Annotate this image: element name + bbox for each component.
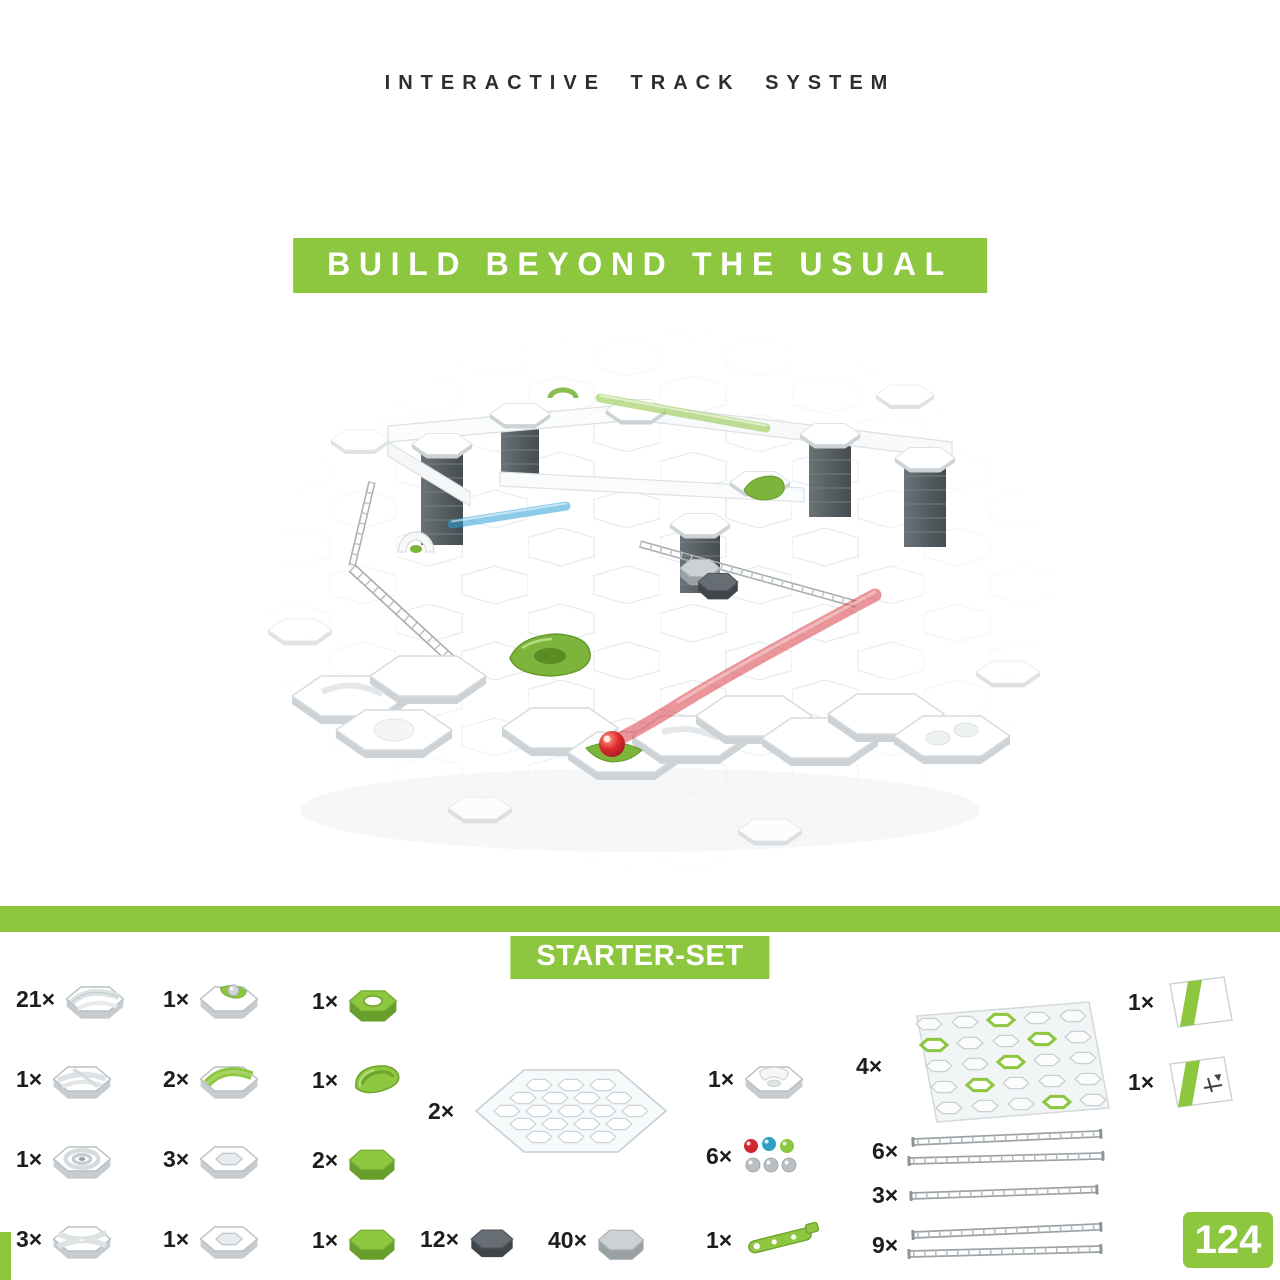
part-green-insert: 1× — [312, 1058, 407, 1102]
part-gray-hex-stones: 40× — [548, 1218, 648, 1262]
ladder-rails — [348, 481, 858, 664]
blue-rail — [447, 501, 571, 529]
part-qty: 12× — [420, 1225, 460, 1252]
part-curve-tile: 21× — [16, 975, 128, 1023]
part-open-hex-tile: 3× — [163, 1135, 262, 1183]
part-green-hex-ring: 1× — [312, 978, 401, 1024]
part-rails-short: 9× — [872, 1222, 1111, 1268]
rails-icon — [909, 1184, 1099, 1202]
part-qty: 1× — [708, 1065, 735, 1092]
green-curve-tile-icon — [200, 1066, 259, 1100]
part-qty: 3× — [163, 1145, 190, 1172]
part-qty: 40× — [548, 1226, 588, 1253]
vortex-tile-icon — [53, 1146, 112, 1180]
base-plate-icon — [915, 1001, 1111, 1123]
curve-tile-icon — [65, 986, 125, 1020]
hero-floor — [235, 308, 1085, 892]
ball-start-tile-icon — [200, 984, 259, 1020]
part-qty: 2× — [163, 1065, 190, 1092]
part-qty: 1× — [16, 1065, 43, 1092]
part-marble-set: 6× — [706, 1135, 803, 1177]
green-funnel — [509, 633, 591, 677]
rails-icon — [907, 1128, 1105, 1167]
part-manual-sheet: 1× — [1128, 975, 1239, 1029]
part-qty: 1× — [312, 1066, 339, 1093]
plan-sheet-icon — [1169, 1056, 1234, 1108]
part-qty: 1× — [1128, 1068, 1155, 1095]
green-hex-ring-icon — [349, 990, 398, 1023]
clear-hex-plate-icon — [475, 1069, 668, 1153]
corner-accent — [0, 1232, 11, 1280]
part-qty: 3× — [872, 1181, 899, 1208]
catcher-tile-icon — [745, 1066, 804, 1100]
rails-icon — [907, 1222, 1103, 1260]
part-qty: 21× — [16, 985, 56, 1012]
gray-hex-stone-icon — [597, 1229, 645, 1261]
marbles-icon — [744, 1137, 797, 1173]
junction-tile-icon — [53, 1066, 112, 1100]
total-pieces-badge: 124 — [1183, 1212, 1273, 1268]
open-hex-tile-icon — [200, 1146, 259, 1180]
red-track — [585, 588, 882, 763]
page-title: INTERACTIVE TRACK SYSTEM — [384, 72, 896, 94]
part-qty: 1× — [312, 987, 339, 1014]
part-qty: 3× — [16, 1225, 43, 1252]
part-qty: 6× — [706, 1142, 733, 1169]
green-hex-icon — [349, 1229, 396, 1261]
green-hex-icon — [349, 1149, 396, 1181]
part-qty: 2× — [312, 1146, 339, 1173]
tagline-banner: BUILD BEYOND THE USUAL — [293, 238, 987, 293]
part-rails-medium: 3× — [872, 1180, 1105, 1210]
part-green-hex: 2× — [312, 1138, 399, 1182]
part-vortex-tile: 1× — [16, 1135, 115, 1183]
part-plan-sheet: 1× — [1128, 1055, 1239, 1109]
green-rail — [547, 387, 771, 433]
part-qty: 1× — [706, 1226, 733, 1253]
green-curve-piece — [743, 475, 785, 501]
open-hex-tile-icon — [200, 1226, 259, 1260]
part-clear-hex-plate: 2× — [428, 1045, 681, 1177]
part-base-plate: 4× — [856, 995, 1121, 1137]
tile-clusters — [291, 558, 1011, 781]
set-title: STARTER-SET — [510, 936, 770, 979]
dark-hex-stone-icon — [470, 1229, 514, 1258]
part-dark-hex-stones: 12× — [420, 1218, 518, 1260]
part-qty: 4× — [856, 1052, 883, 1079]
part-qty: 1× — [1128, 988, 1155, 1015]
part-crossing-tile: 3× — [16, 1215, 115, 1263]
part-qty: 1× — [312, 1226, 339, 1253]
part-green-lever: 1× — [706, 1218, 825, 1262]
arch-piece — [397, 531, 435, 553]
part-rails-long: 6× — [872, 1128, 1111, 1174]
product-image — [235, 308, 1085, 892]
part-qty: 1× — [163, 985, 190, 1012]
manual-sheet-icon — [1169, 976, 1234, 1028]
crossing-tile-icon — [53, 1226, 112, 1260]
part-green-hex: 1× — [312, 1218, 399, 1262]
part-qty: 2× — [428, 1097, 455, 1124]
green-lever-icon — [748, 1221, 820, 1254]
part-qty: 1× — [16, 1145, 43, 1172]
part-junction-tile: 1× — [16, 1055, 115, 1103]
part-ball-start-tile: 1× — [163, 975, 262, 1023]
section-divider-bar — [0, 906, 1280, 932]
part-qty: 9× — [872, 1231, 899, 1258]
part-qty: 6× — [872, 1137, 899, 1164]
red-marble — [599, 731, 625, 757]
part-open-hex-tile: 1× — [163, 1215, 262, 1263]
part-qty: 1× — [163, 1225, 190, 1252]
part-green-curve-tile: 2× — [163, 1055, 262, 1103]
part-catcher-tile: 1× — [708, 1055, 807, 1103]
green-insert-icon — [355, 1065, 400, 1094]
